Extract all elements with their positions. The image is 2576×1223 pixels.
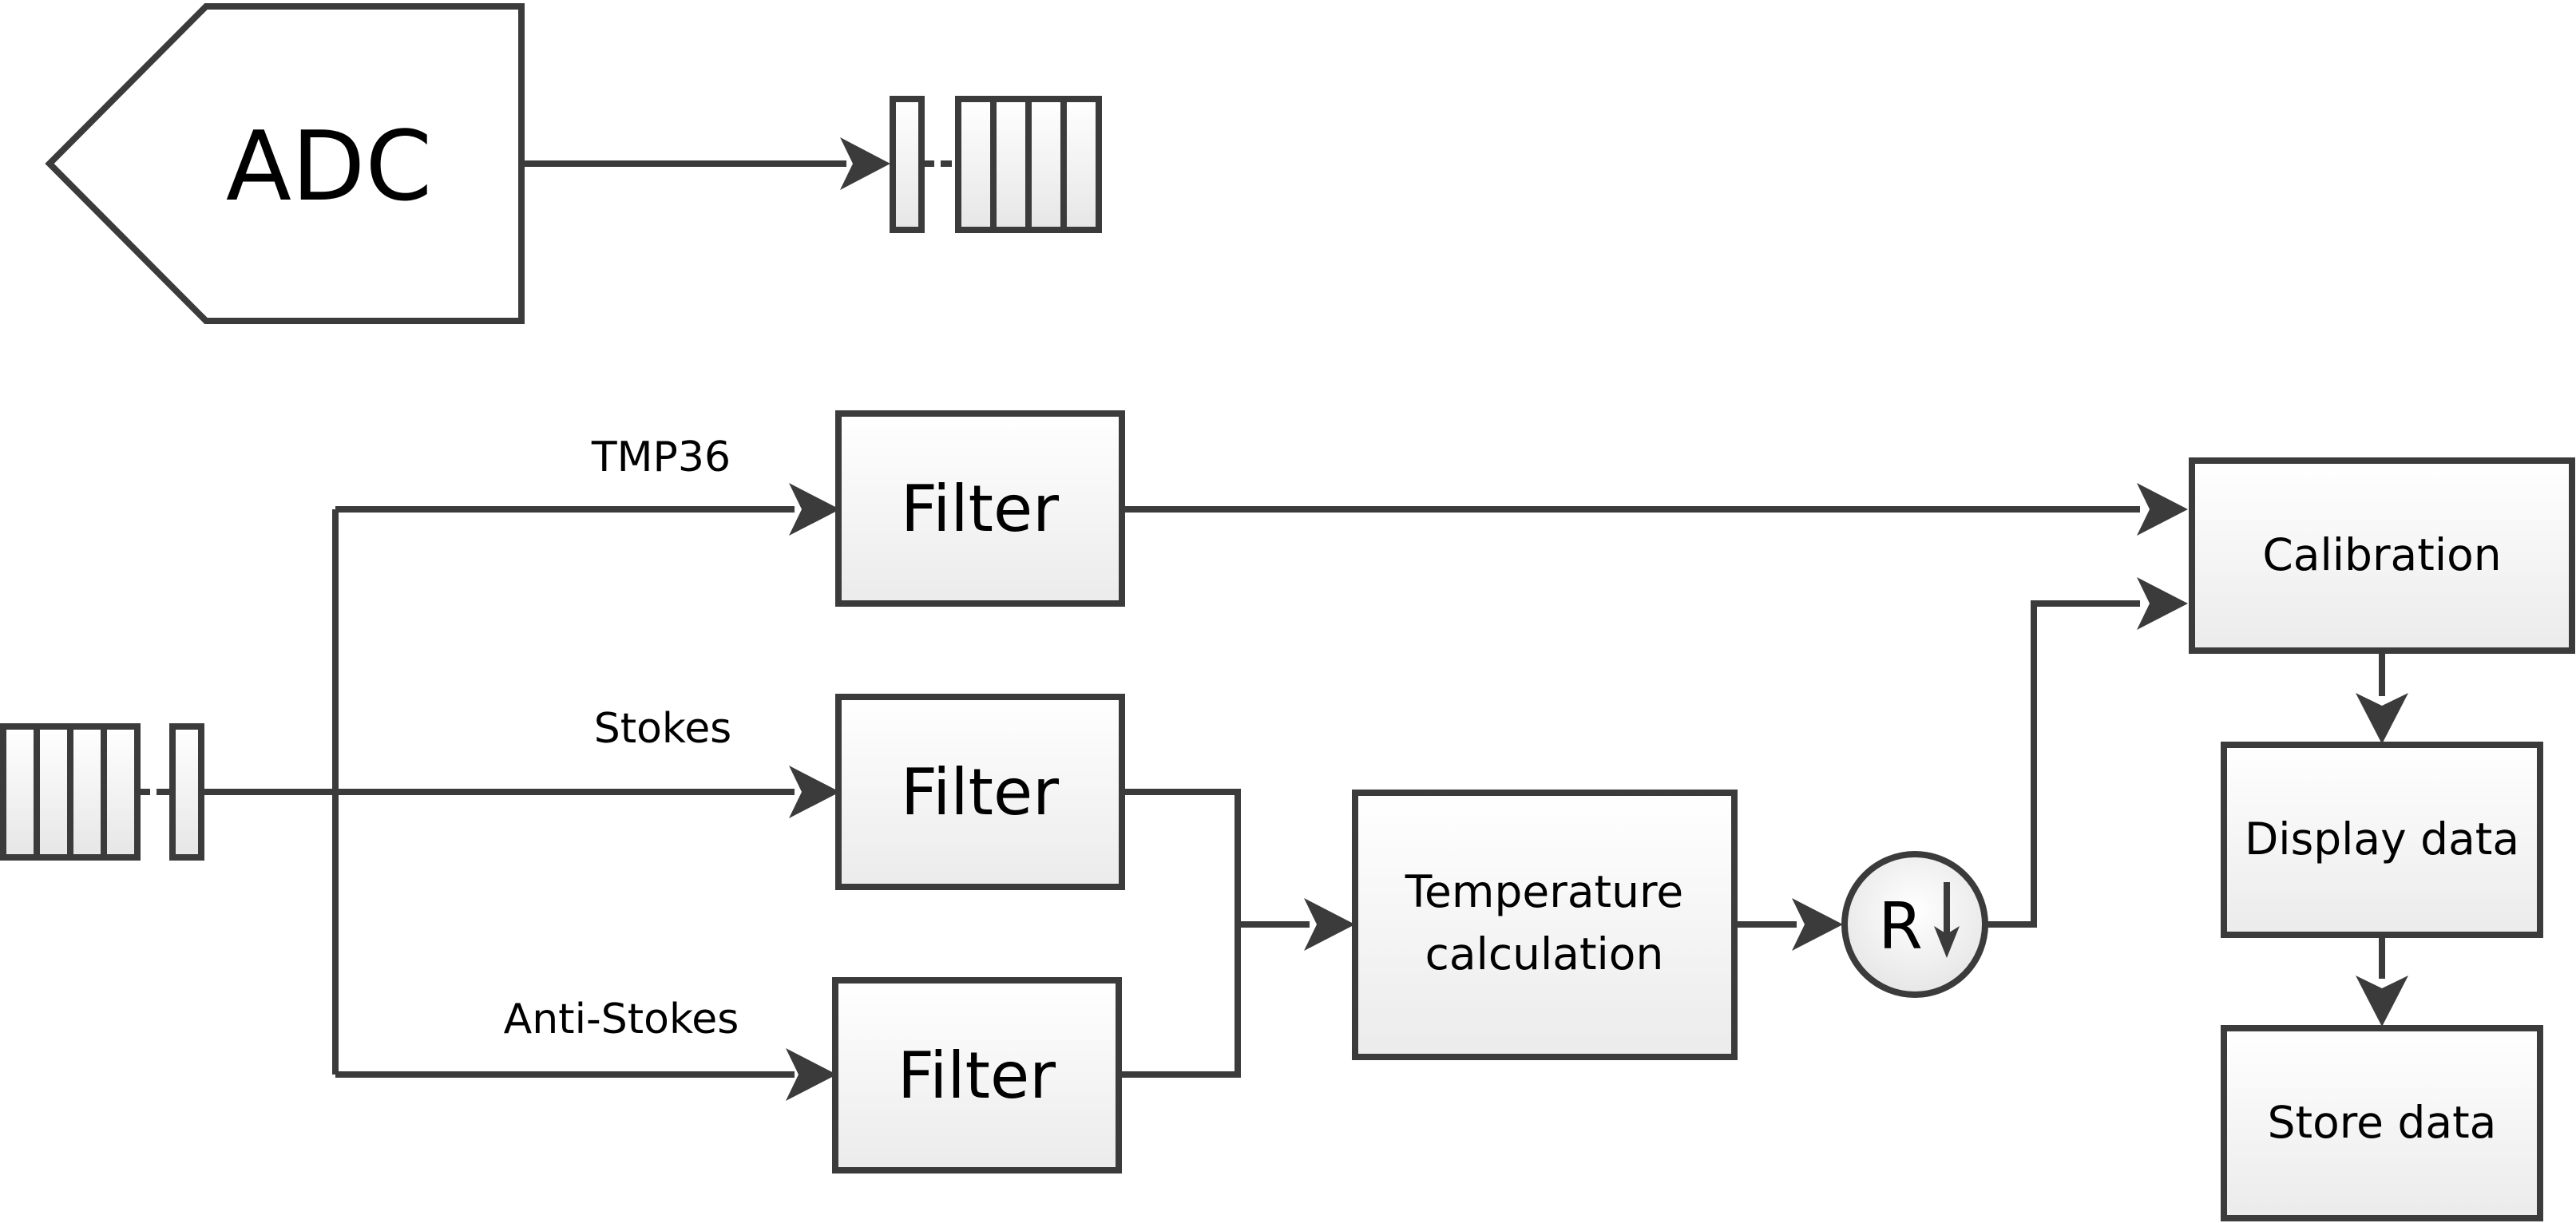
filter-stokes-block: Filter	[835, 694, 1125, 890]
store-data-label: Store data	[2268, 1097, 2497, 1148]
temperature-calculation-block: Temperature calculation	[1352, 790, 1738, 1060]
temperature-line2: calculation	[1425, 928, 1664, 980]
output-queue-icon	[890, 96, 1102, 233]
filter-anti-stokes-block: Filter	[832, 977, 1122, 1174]
anti-stokes-arrowhead	[786, 1048, 837, 1101]
tmp36-arrowhead	[789, 483, 840, 536]
adc-output-arrowhead	[840, 137, 890, 190]
merge-to-temperature-arrowhead	[1304, 898, 1355, 951]
resample-letter: R	[1878, 889, 1923, 964]
store-data-block: Store data	[2221, 1025, 2543, 1221]
display-data-label: Display data	[2245, 813, 2519, 865]
resample-node: R	[1841, 851, 1988, 998]
filter-anti-stokes-label: Filter	[898, 1039, 1056, 1113]
adc-label: ADC	[226, 112, 432, 223]
adc-block: ADC	[45, 2, 525, 324]
calibration-label: Calibration	[2262, 529, 2501, 580]
tmp36-to-calibration-arrowhead	[2137, 483, 2188, 536]
input-queue-icon	[0, 723, 204, 861]
temperature-to-resample-arrowhead	[1792, 898, 1843, 951]
calibration-block: Calibration	[2189, 457, 2575, 654]
filter-tmp36-block: Filter	[835, 410, 1125, 607]
stokes-merge-wire	[1119, 789, 1241, 1078]
display-data-block: Display data	[2221, 742, 2543, 938]
resample-to-calibration-wire	[1985, 600, 2140, 928]
filter-tmp36-label: Filter	[901, 472, 1059, 546]
stokes-arrowhead	[789, 766, 840, 818]
resample-to-calibration-arrowhead	[2137, 577, 2188, 630]
branch-label-tmp36: TMP36	[591, 433, 731, 481]
branch-label-anti-stokes: Anti-Stokes	[504, 995, 739, 1043]
filter-stokes-label: Filter	[901, 755, 1059, 829]
temperature-line1: Temperature	[1405, 866, 1683, 917]
down-arrow-icon	[1934, 882, 1960, 958]
calibration-to-display-arrowhead	[2356, 693, 2408, 744]
branch-label-stokes: Stokes	[594, 705, 732, 753]
display-to-store-arrowhead	[2356, 976, 2408, 1027]
